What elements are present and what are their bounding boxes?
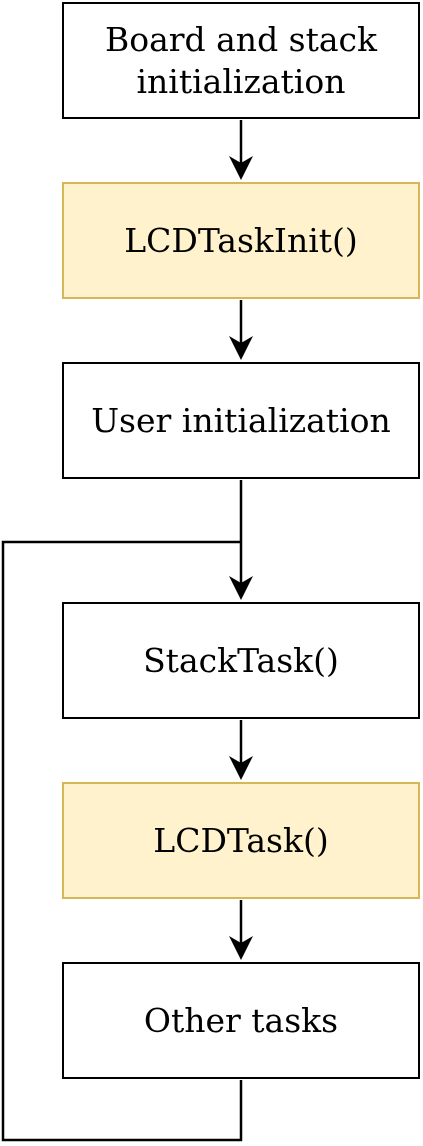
arrow-1-to-2 (229, 120, 253, 180)
node-board-and-stack-initialization: Board and stack initialization (62, 2, 420, 119)
node-lcd-task-init: LCDTaskInit() (62, 182, 420, 299)
node-label: Board and stack initialization (104, 19, 378, 101)
node-stack-task: StackTask() (62, 602, 420, 719)
arrow-3-to-4 (229, 480, 253, 600)
arrow-2-to-3 (229, 300, 253, 360)
node-label: User initialization (91, 400, 391, 440)
loop-back-line (1, 540, 243, 1142)
node-other-tasks: Other tasks (62, 962, 420, 1079)
node-label: Other tasks (143, 1000, 339, 1040)
node-label: LCDTask() (153, 820, 329, 860)
node-label: LCDTaskInit() (124, 220, 358, 260)
arrow-4-to-5 (229, 720, 253, 780)
node-lcd-task: LCDTask() (62, 782, 420, 899)
node-label: StackTask() (143, 640, 339, 680)
node-user-initialization: User initialization (62, 362, 420, 479)
arrow-5-to-6 (229, 900, 253, 960)
